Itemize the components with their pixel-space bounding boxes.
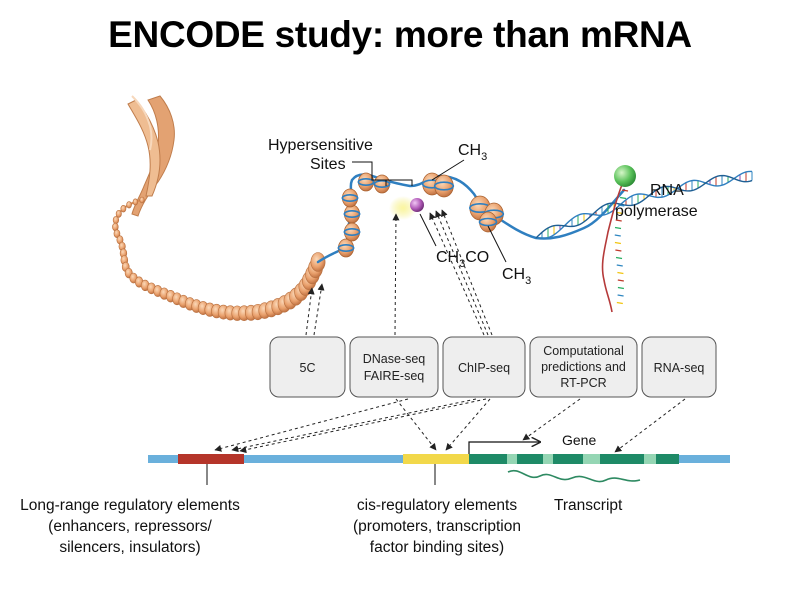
bar-gene-region xyxy=(469,454,679,464)
coil-bead xyxy=(112,216,120,225)
method-box-5c: 5C xyxy=(269,336,346,398)
method-box-computational: Computational predictions and RT-PCR xyxy=(529,336,638,398)
label-rna-polymerase-line1: RNA xyxy=(650,182,684,199)
label-hypersensitive-line2: Sites xyxy=(310,156,346,173)
helix-strand-a xyxy=(535,170,753,240)
nucleosome xyxy=(344,222,361,242)
nucleosome xyxy=(344,204,361,224)
chromatin-coil xyxy=(112,196,326,321)
bar-long-range-element xyxy=(178,454,244,464)
cis-label-line2: (promoters, transcription xyxy=(353,518,521,535)
method-box-rna-seq: RNA-seq xyxy=(641,336,717,398)
nucleosome xyxy=(342,188,359,208)
box-comp-line3: RT-PCR xyxy=(560,376,606,390)
rna-base xyxy=(618,204,625,207)
rna-base xyxy=(616,301,623,305)
gene-start-arrow xyxy=(468,442,540,454)
rna-base xyxy=(617,294,624,297)
dna-wrap xyxy=(357,178,375,186)
rna-base xyxy=(614,241,622,245)
rna-polymerase-ball xyxy=(614,165,636,187)
coil-bead xyxy=(115,209,122,218)
cis-label-line3: factor binding sites) xyxy=(370,539,504,556)
box-comp-line1: Computational xyxy=(543,344,624,358)
arrows-down xyxy=(214,398,686,454)
ch3-bottom-pointer xyxy=(487,225,507,263)
transcript-wave xyxy=(507,469,641,483)
genome-bar xyxy=(148,454,730,464)
label-ch3-top: CH3 xyxy=(458,142,487,163)
acetyl-modification-ball xyxy=(410,198,424,212)
dna-wrap xyxy=(433,181,455,191)
rna-base xyxy=(617,286,625,290)
rna-base xyxy=(614,234,621,237)
rna-base xyxy=(619,196,627,200)
arrows-up xyxy=(305,209,493,336)
dna-wrap xyxy=(373,180,391,188)
page-title: ENCODE study: more than mRNA xyxy=(108,14,692,55)
long-range-label-line2: (enhancers, repressors/ xyxy=(48,518,212,535)
nucleosome xyxy=(434,174,454,198)
chromosome xyxy=(127,95,175,217)
hypersensitive-pointer xyxy=(352,161,392,181)
dna-wrap xyxy=(478,217,498,227)
nucleosome xyxy=(479,211,497,233)
label-ch3-bottom: CH3 xyxy=(502,266,531,287)
box-comp-line2: predictions and xyxy=(541,360,626,374)
ch3co-pointer xyxy=(419,213,437,247)
rna-base xyxy=(615,256,623,260)
nucleosome xyxy=(338,238,355,258)
box-chip-line1: ChIP-seq xyxy=(458,361,510,375)
label-rna-polymerase-line2: polymerase xyxy=(615,203,698,220)
box-dnase-line1: DNase-seq xyxy=(363,352,426,366)
box-5c-line1: 5C xyxy=(300,361,316,375)
coil-bead xyxy=(126,201,132,209)
nucleosome xyxy=(374,174,391,194)
long-range-label-line3: silencers, insulators) xyxy=(59,539,200,556)
box-rnaseq-line1: RNA-seq xyxy=(654,361,705,375)
rna-base xyxy=(615,219,622,222)
method-box-chip-seq: ChIP-seq xyxy=(442,336,526,398)
ch3-top-pointer xyxy=(431,159,465,181)
long-range-label-line1: Long-range regulatory elements xyxy=(20,497,240,514)
rna-base xyxy=(616,264,623,267)
cis-label-line1: cis-regulatory elements xyxy=(357,497,517,514)
method-box-dnase-faire: DNase-seq FAIRE-seq xyxy=(349,336,439,398)
rna-strand xyxy=(601,181,624,313)
rna-base xyxy=(617,279,624,282)
dna-wrap xyxy=(343,228,361,236)
rna-base xyxy=(614,226,622,230)
coil-bead xyxy=(120,204,127,213)
bar-cis-element xyxy=(403,454,469,464)
label-ch3co: CH3CO xyxy=(436,249,489,270)
rna-bases xyxy=(614,189,629,305)
nucleosomes xyxy=(337,172,505,258)
rna-base xyxy=(616,211,623,215)
rna-base xyxy=(615,249,622,252)
coil-bead xyxy=(132,198,139,206)
dna-double-helix xyxy=(535,170,753,240)
helix-strand-b xyxy=(535,174,753,239)
label-hypersensitive-line1: Hypersensitive xyxy=(268,137,373,154)
dna-wrap xyxy=(341,194,359,202)
dna-wrap xyxy=(337,244,355,252)
box-dnase-line2: FAIRE-seq xyxy=(364,369,424,383)
hypersensitive-bracket xyxy=(385,179,413,186)
nucleosome xyxy=(358,172,375,192)
label-gene: Gene xyxy=(562,432,596,448)
rna-base xyxy=(621,189,629,192)
coil-bead xyxy=(139,196,145,204)
dna-wrap xyxy=(343,210,361,218)
rna-base xyxy=(617,271,624,275)
label-transcript: Transcript xyxy=(554,497,623,514)
